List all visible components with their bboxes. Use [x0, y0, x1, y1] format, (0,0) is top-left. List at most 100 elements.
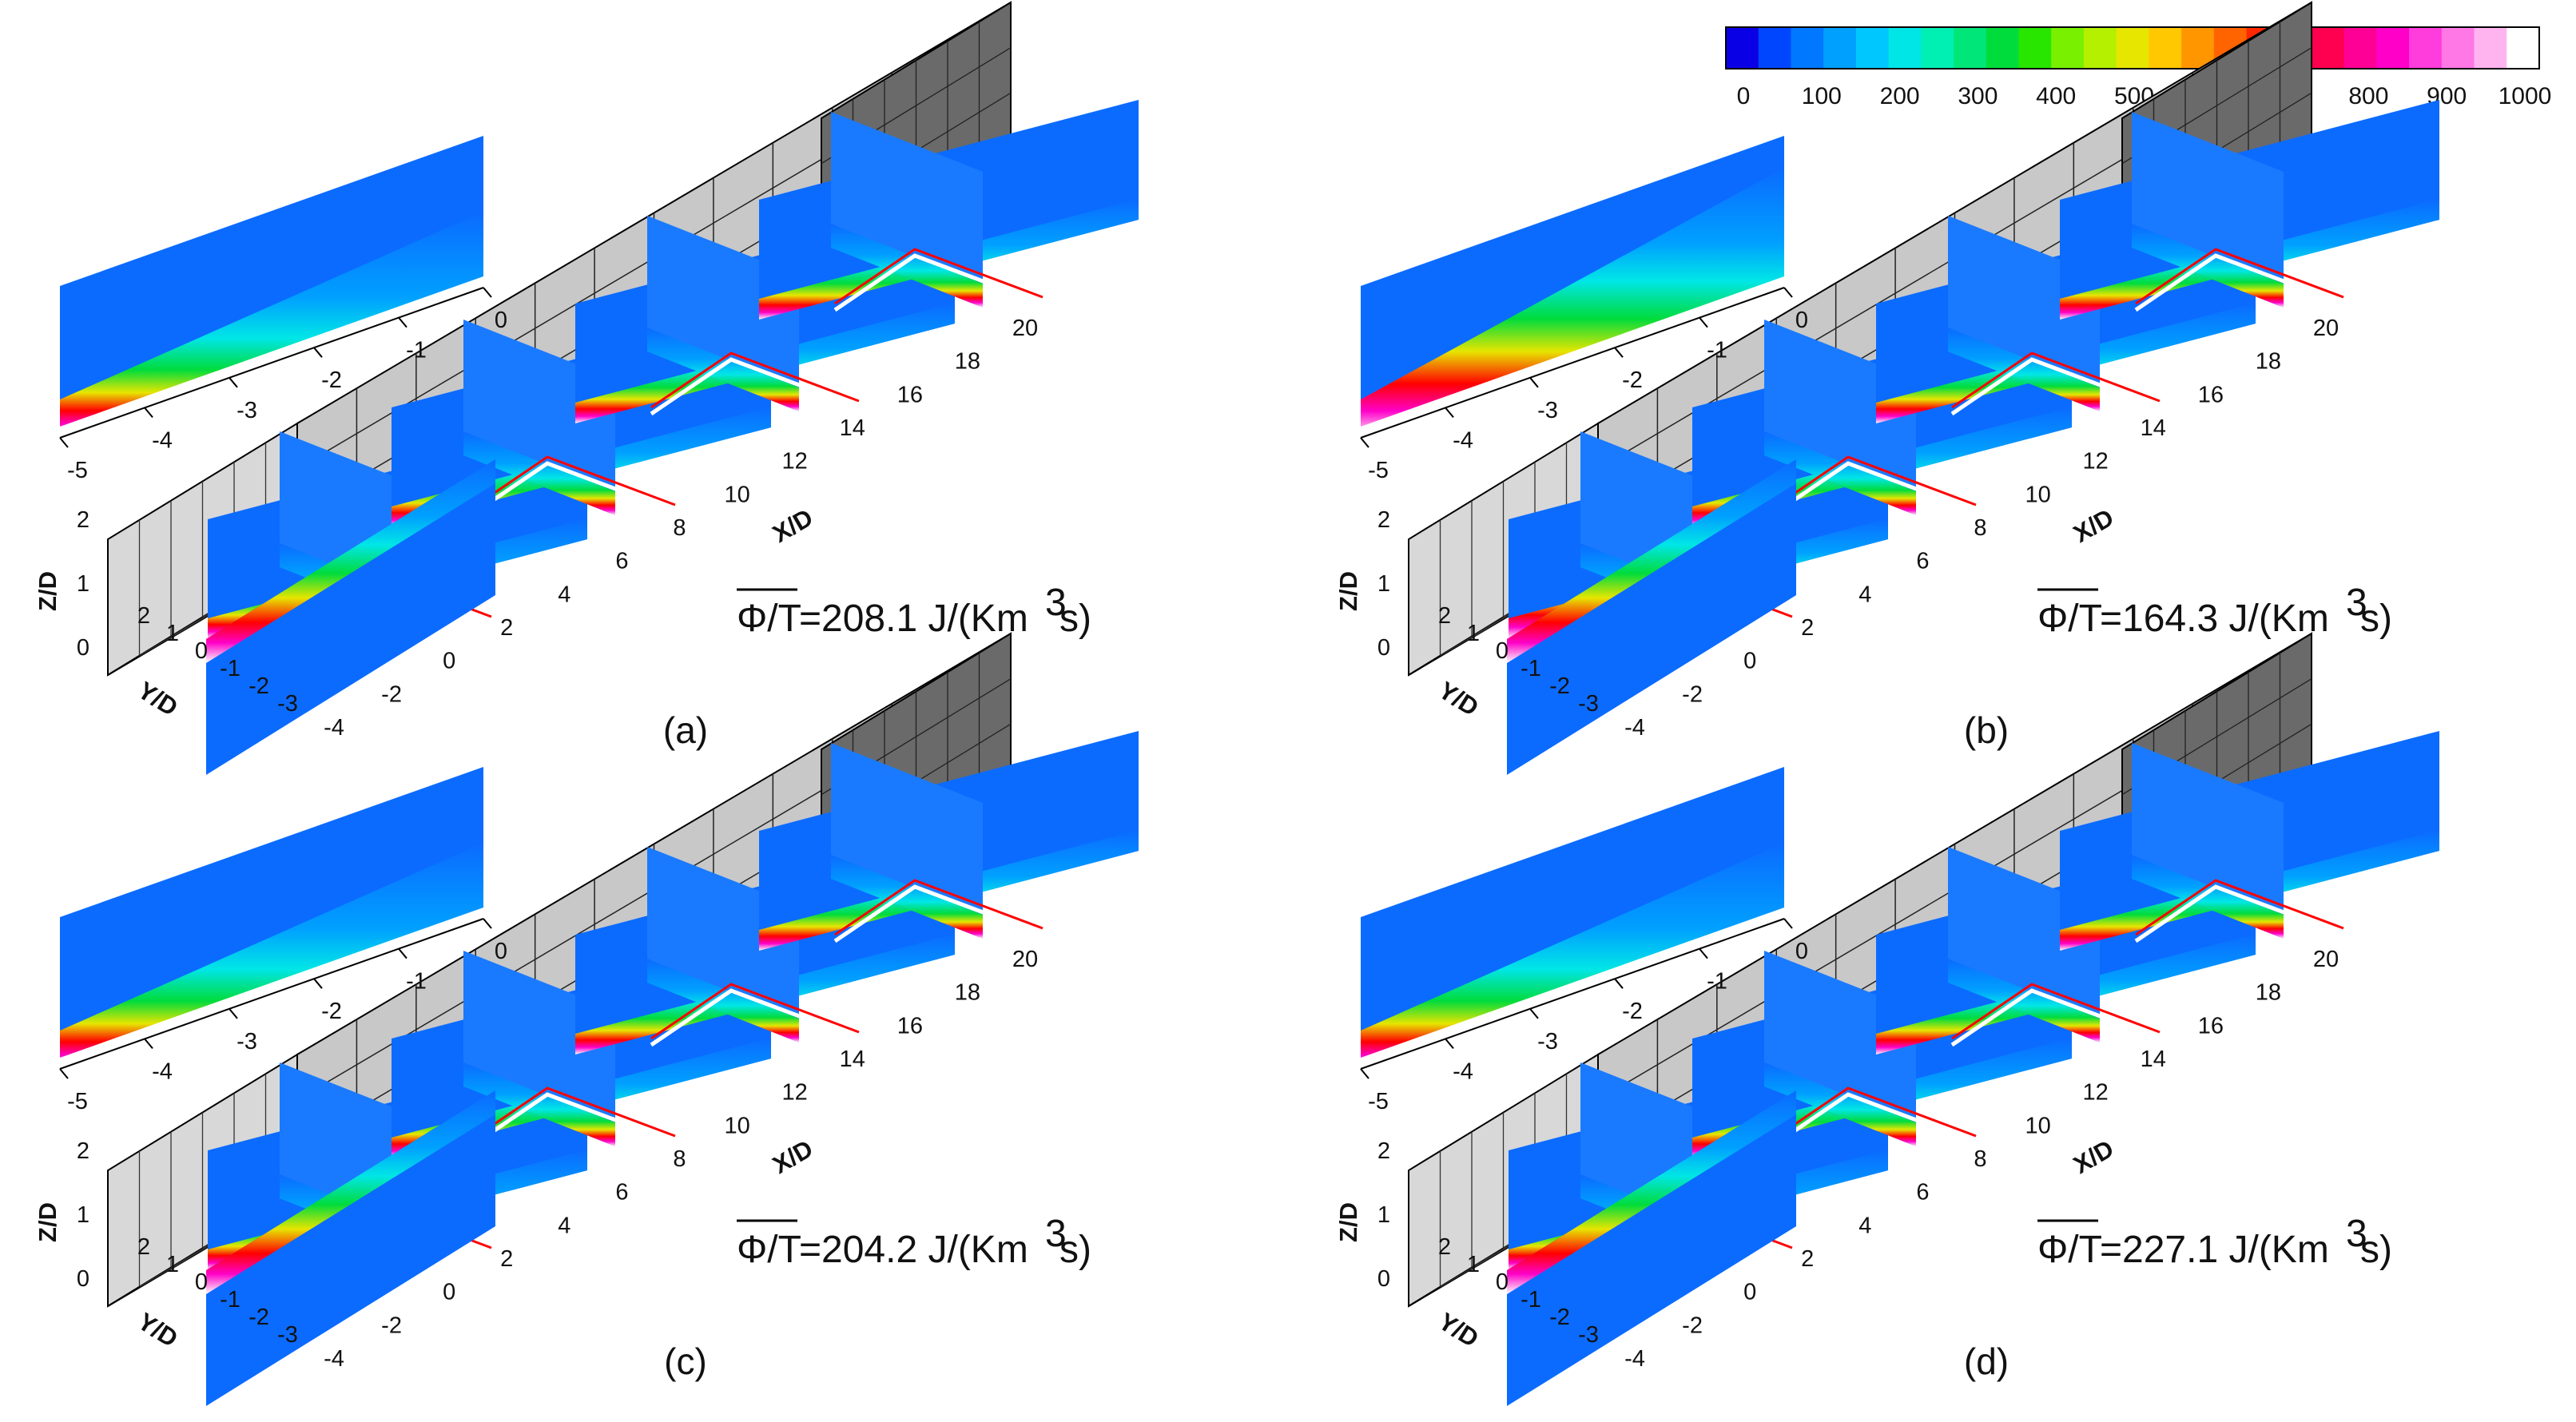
cross-slice-band [2132, 224, 2284, 308]
colorbar-tick-label: 0 [1737, 83, 1751, 109]
panel-c: -5-4-3-2-10-4-202468101214161820X/D210-1… [34, 632, 1139, 1406]
x-tick-label: 4 [558, 582, 570, 607]
ridge-edge-red [834, 879, 1044, 936]
front-slice-band [206, 1090, 495, 1294]
y-tick-label: 1 [1467, 1252, 1480, 1277]
colorbar-swatch [1726, 27, 1759, 69]
x-tick-label: 16 [2198, 1013, 2224, 1039]
ridge-edge-red [1951, 983, 2161, 1040]
x-tick-label: 16 [2198, 382, 2224, 407]
stat-superscript: 3 [2346, 1213, 2367, 1255]
colorbar-swatch [2376, 27, 2410, 69]
x-tick-label: 18 [955, 980, 980, 1006]
colorbar-swatch [2083, 27, 2117, 69]
y-axis-label: Y/D [1433, 676, 1483, 721]
stat-suffix: s) [1059, 1229, 1091, 1271]
inset-wall-white [1361, 276, 1784, 438]
inset-tick-label: -4 [152, 427, 173, 453]
inset-tick-label: -1 [406, 969, 427, 995]
y-tick-label: 0 [195, 638, 208, 664]
x-tick-label: 8 [673, 1146, 686, 1172]
y-tick-label: -2 [1549, 673, 1570, 699]
x-tick-label: 12 [2083, 1080, 2109, 1106]
x-tick-label: -2 [381, 681, 402, 707]
panel-a: -5-4-3-2-10-4-202468101214161820X/D210-1… [34, 1, 1139, 775]
y-tick-label: 2 [137, 1234, 150, 1260]
cross-slice-band [463, 1063, 615, 1146]
inset-axis [59, 287, 484, 439]
colorbar-swatch [1758, 27, 1792, 69]
inset-tick-label: 0 [1795, 939, 1808, 964]
inset-tick-label: -1 [406, 338, 427, 363]
z-tick-label: 0 [77, 1266, 89, 1292]
cross-slice-band [1948, 959, 2100, 1043]
z-axis-label: Z/D [34, 571, 62, 611]
ridge-edge-red [834, 248, 1044, 305]
x-tick-label: 4 [1858, 1213, 1871, 1238]
inset-axis [59, 918, 484, 1070]
x-axis-label: X/D [2069, 1134, 2118, 1179]
panel-caption: (d) [1964, 1341, 2009, 1382]
x-tick-label: 14 [840, 415, 865, 441]
front-slice-band [1507, 459, 1796, 663]
colorbar-swatch [1823, 27, 1857, 69]
inset-wall-white [1361, 908, 1784, 1069]
inset-tick-label: -1 [1707, 969, 1727, 995]
x-tick-label: 8 [673, 515, 686, 541]
colorbar-swatch [2051, 27, 2085, 69]
y-tick-label: 1 [166, 621, 179, 646]
x-tick-label: 0 [1743, 649, 1756, 674]
x-tick-label: 2 [500, 1246, 513, 1272]
y-tick-label: -1 [1521, 1287, 1541, 1313]
colorbar-swatch [2181, 27, 2215, 69]
inset-tick-label: -2 [1622, 367, 1643, 393]
x-tick-label: 16 [897, 382, 923, 407]
y-tick-label: 1 [166, 1252, 179, 1277]
ridge-edge [833, 253, 1044, 312]
panels: -5-4-3-2-10-4-202468101214161820X/D210-1… [34, 1, 2439, 1406]
cross-slice-band [2132, 855, 2284, 939]
x-tick-label: 12 [782, 449, 808, 475]
colorbar-tick-label: 300 [1958, 83, 1998, 109]
x-tick-label: -4 [1624, 715, 1645, 741]
x-tick-label: 6 [615, 1180, 628, 1206]
cross-slice-band [1948, 328, 2100, 411]
x-tick-label: 10 [2025, 482, 2050, 507]
z-tick-label: 0 [1377, 1266, 1390, 1292]
x-tick-label: 4 [1858, 582, 1871, 607]
panel-d: -5-4-3-2-10-4-202468101214161820X/D210-1… [1334, 632, 2439, 1406]
ridge-edge [2134, 884, 2344, 943]
y-tick-label: 2 [1438, 603, 1451, 629]
colorbar-tick-label: 400 [2036, 83, 2076, 109]
y-tick-label: 0 [1496, 638, 1509, 664]
x-tick-label: 0 [443, 649, 455, 674]
y-tick-label: 1 [1467, 621, 1480, 646]
colorbar-swatch [2116, 27, 2149, 69]
stat-suffix: s) [2360, 1229, 2392, 1271]
stat-suffix: s) [1059, 598, 1091, 640]
panel-caption: (c) [664, 1341, 707, 1382]
inset-tick [1529, 377, 1539, 388]
inset-tick [1614, 978, 1624, 989]
ridge-edge [1950, 357, 2161, 416]
x-tick-label: -2 [1682, 1313, 1703, 1338]
inset-tick-label: -2 [1622, 999, 1643, 1024]
x-tick-label: 0 [1743, 1280, 1756, 1305]
inset-tick-label: -4 [1453, 427, 1473, 453]
z-axis-label: Z/D [1334, 571, 1362, 611]
y-tick-label: -1 [220, 1287, 241, 1313]
inset-tick [398, 947, 407, 959]
inset-tick [313, 978, 323, 989]
x-tick-label: 10 [724, 1113, 749, 1138]
inset-tick [1445, 407, 1454, 419]
inset-tick-label: -5 [1368, 1089, 1389, 1114]
colorbar: 01002003004005006007008009001000 [1725, 26, 2551, 109]
x-tick-label: 0 [443, 1280, 455, 1305]
inset-tick [483, 287, 492, 298]
ridge-edge [650, 988, 860, 1047]
inset-tick-label: -3 [1537, 398, 1558, 423]
inset-tick-label: 0 [1795, 308, 1808, 333]
